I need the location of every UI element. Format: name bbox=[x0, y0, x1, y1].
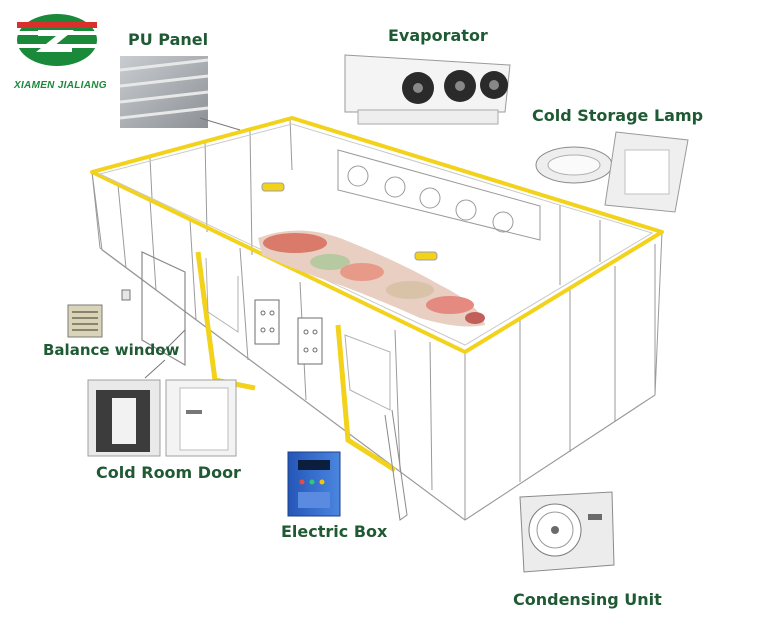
yellow-frame bbox=[90, 116, 664, 354]
cold-storage-lamp-image bbox=[535, 131, 689, 213]
ceiling-lamp bbox=[261, 182, 285, 192]
label-pu-panel: PU Panel bbox=[128, 30, 209, 49]
cold-room-door-image bbox=[87, 379, 237, 457]
ceiling-lamp bbox=[414, 251, 438, 261]
pu-panel-leader bbox=[199, 117, 241, 131]
label-evaporator: Evaporator bbox=[388, 26, 488, 45]
label-condensing-unit: Condensing Unit bbox=[513, 590, 662, 609]
brand-name: XIAMEN JIALIANG bbox=[14, 80, 107, 91]
label-cold-room-door: Cold Room Door bbox=[96, 463, 241, 482]
cold-room-structure bbox=[91, 117, 663, 521]
side-door-frame bbox=[141, 251, 256, 391]
wall-balance-vent bbox=[121, 289, 131, 301]
wall-control-panel bbox=[254, 299, 323, 365]
electric-box-image bbox=[287, 451, 341, 517]
ceiling-evaporator-outline bbox=[337, 149, 541, 241]
pu-panel-image bbox=[119, 56, 209, 128]
balance-window-leader bbox=[159, 329, 186, 356]
label-electric-box: Electric Box bbox=[281, 522, 388, 541]
front-door-frame bbox=[335, 324, 408, 521]
cold-room-door-leader bbox=[144, 359, 166, 379]
label-cold-storage-lamp: Cold Storage Lamp bbox=[532, 106, 704, 125]
label-balance-window: Balance window bbox=[43, 341, 180, 359]
balance-window-image bbox=[67, 304, 103, 338]
condensing-unit-image bbox=[519, 491, 615, 573]
stored-food bbox=[258, 230, 485, 327]
company-logo bbox=[17, 14, 97, 66]
evaporator-image bbox=[344, 54, 511, 125]
